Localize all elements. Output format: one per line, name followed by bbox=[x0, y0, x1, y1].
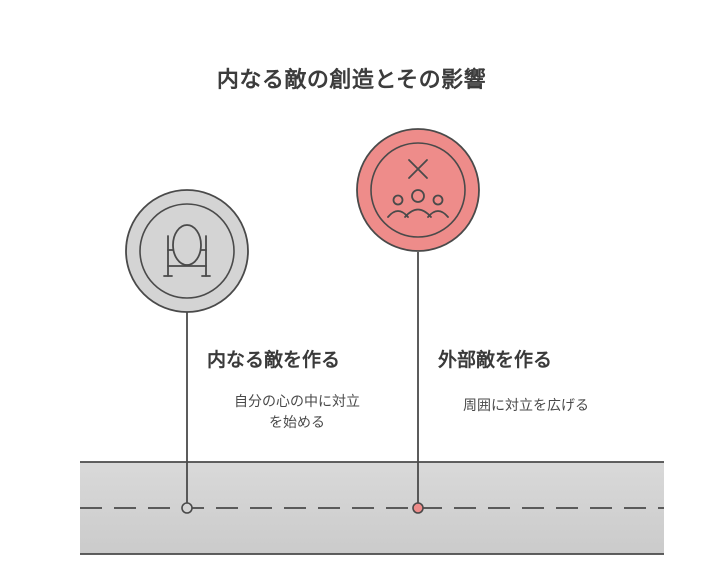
diagram-title: 内なる敵の創造とその影響 bbox=[216, 68, 487, 93]
milestone-1-description-line-2: を始める bbox=[269, 415, 325, 431]
milestone-outer-enemy bbox=[356, 128, 480, 514]
mirror-icon bbox=[163, 224, 211, 277]
milestone-1-description-line-1: 自分の心の中に対立 bbox=[234, 394, 360, 410]
milestone-1-title: 内なる敵を作る bbox=[207, 349, 341, 371]
milestone-1-marker bbox=[181, 502, 193, 514]
milestone-2-description: 周囲に対立を広げる bbox=[436, 396, 616, 417]
milestone-inner-enemy bbox=[125, 189, 249, 514]
milestone-2-inner-ring bbox=[370, 142, 466, 238]
milestone-2-title: 外部敵を作る bbox=[438, 349, 553, 371]
milestone-1-description: 自分の心の中に対立 を始める bbox=[210, 392, 384, 434]
road bbox=[80, 461, 664, 555]
milestone-2-description-line-1: 周囲に対立を広げる bbox=[463, 398, 589, 414]
milestone-1-inner-ring bbox=[139, 203, 235, 299]
milestone-2-marker bbox=[412, 502, 424, 514]
group-conflict-icon bbox=[387, 159, 449, 218]
milestone-1-circle bbox=[125, 189, 249, 313]
